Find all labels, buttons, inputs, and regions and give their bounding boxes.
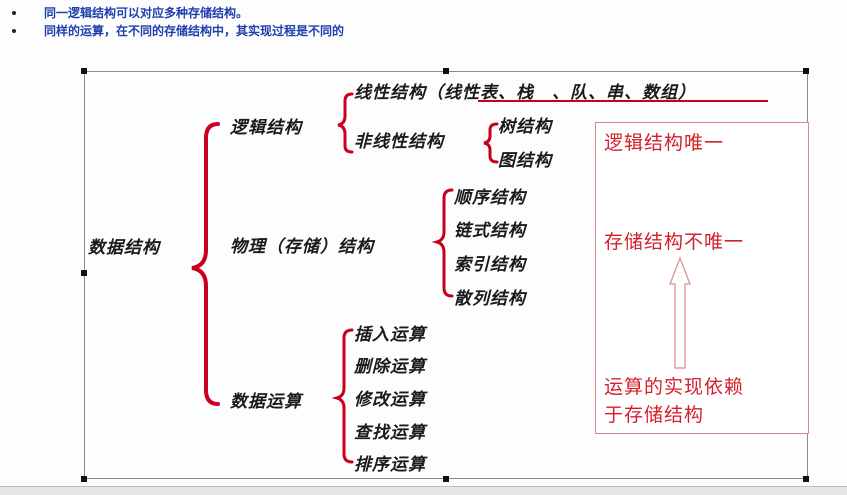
main-brace-icon bbox=[191, 122, 220, 406]
hashed-structure-label: 散列结构 bbox=[454, 289, 526, 309]
graph-structure-label: 图结构 bbox=[498, 151, 552, 171]
note-logical-unique: 逻辑结构唯一 bbox=[604, 132, 725, 154]
operations-brace-icon bbox=[331, 328, 354, 464]
resize-handle-nw[interactable] bbox=[81, 68, 87, 74]
linear-structure-label: 线性结构（线性表、栈 、队、串、数组） bbox=[354, 83, 696, 103]
note-storage-not-unique: 存储结构不唯一 bbox=[604, 231, 745, 253]
note-on-storage: 于存储结构 bbox=[604, 404, 705, 426]
up-arrow-icon bbox=[669, 256, 691, 369]
bottom-scrollbar[interactable] bbox=[0, 486, 847, 495]
sequential-structure-label: 顺序结构 bbox=[454, 188, 526, 208]
bullet-dot-icon bbox=[12, 29, 16, 33]
nonlinear-brace-icon bbox=[483, 122, 499, 164]
modify-operation-label: 修改运算 bbox=[354, 390, 426, 410]
resize-handle-sw[interactable] bbox=[81, 476, 87, 482]
resize-handle-n[interactable] bbox=[443, 68, 449, 74]
tree-structure-label: 树结构 bbox=[498, 117, 552, 137]
resize-handle-se[interactable] bbox=[803, 476, 809, 482]
insert-operation-label: 插入运算 bbox=[354, 325, 426, 345]
logical-structure-label: 逻辑结构 bbox=[230, 118, 302, 138]
note-box bbox=[595, 122, 809, 434]
bullet-item: 同一逻辑结构可以对应多种存储结构。 bbox=[10, 4, 344, 22]
bullet-list: 同一逻辑结构可以对应多种存储结构。 同样的运算，在不同的存储结构中，其实现过程是… bbox=[10, 4, 344, 40]
bullet-dot-icon bbox=[12, 11, 16, 15]
search-operation-label: 查找运算 bbox=[354, 423, 426, 443]
bullet-item: 同样的运算，在不同的存储结构中，其实现过程是不同的 bbox=[10, 22, 344, 40]
resize-handle-s[interactable] bbox=[443, 476, 449, 482]
root-label: 数据结构 bbox=[88, 238, 160, 258]
sort-operation-label: 排序运算 bbox=[354, 455, 426, 475]
indexed-structure-label: 索引结构 bbox=[454, 255, 526, 275]
resize-handle-ne[interactable] bbox=[803, 68, 809, 74]
bullet-text: 同样的运算，在不同的存储结构中，其实现过程是不同的 bbox=[44, 24, 345, 38]
physical-structure-label: 物理（存储）结构 bbox=[230, 237, 374, 257]
physical-brace-icon bbox=[431, 188, 454, 298]
linked-structure-label: 链式结构 bbox=[454, 221, 526, 241]
note-operation-depends: 运算的实现依赖 bbox=[604, 376, 745, 398]
bullet-text: 同一逻辑结构可以对应多种存储结构。 bbox=[44, 6, 249, 20]
logical-brace-icon bbox=[337, 92, 354, 154]
delete-operation-label: 删除运算 bbox=[354, 357, 426, 377]
resize-handle-w[interactable] bbox=[81, 270, 87, 276]
nonlinear-structure-label: 非线性结构 bbox=[354, 132, 444, 152]
data-operations-label: 数据运算 bbox=[230, 392, 302, 412]
